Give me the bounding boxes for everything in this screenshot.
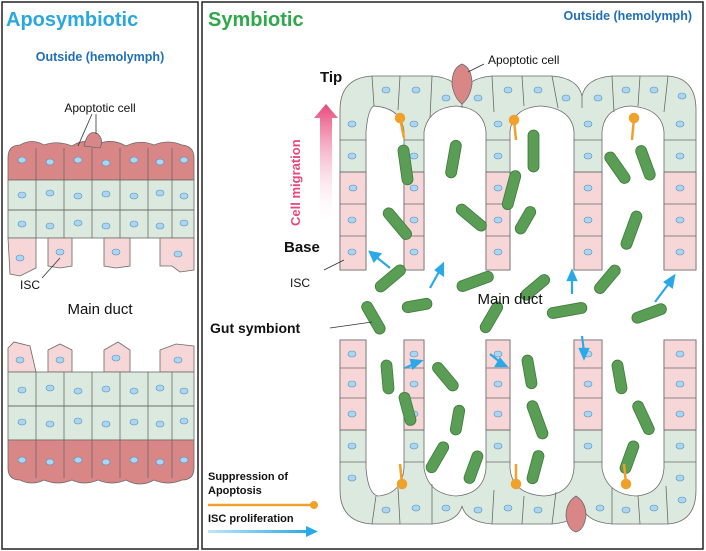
symbiotic-title: Symbiotic (208, 9, 304, 31)
lower-apoptotic-cell (565, 495, 587, 533)
apoptotic-bulge (83, 132, 102, 149)
symbiont-pointer (329, 321, 373, 329)
base-label: Base (284, 239, 320, 256)
symbiotic-panel: Symbiotic Outside (hemolymph) Apoptotic … (201, 1, 704, 550)
legend-proliferation-label: ISC proliferation (208, 513, 294, 525)
lower-apoptotic-layer (7, 439, 195, 485)
left-isc-label: ISC (20, 278, 40, 292)
gut-symbionts (361, 129, 667, 485)
apoptotic-pointer-left (77, 113, 93, 147)
right-duct-label: Main duct (477, 291, 543, 308)
right-apoptotic-label: Apoptotic cell (488, 53, 559, 67)
right-nuclei (347, 86, 687, 514)
apoptotic-pointer-right (467, 63, 485, 73)
suppression-markers (394, 112, 640, 490)
tip-label: Tip (320, 69, 342, 86)
isc-pointer-right (323, 259, 345, 271)
left-duct-label: Main duct (67, 301, 133, 318)
right-isc-label: ISC (290, 276, 310, 290)
legend-suppression-line2: Apoptosis (208, 485, 262, 497)
right-outside-label: Outside (hemolymph) (564, 9, 692, 23)
legend: Suppression of Apoptosis ISC proliferati… (208, 471, 318, 537)
symbiont-label: Gut symbiont (210, 320, 301, 336)
aposymbiotic-title: Aposymbiotic (6, 9, 138, 31)
upper-epithelium (7, 132, 195, 277)
legend-proliferation-arrow-shaft (208, 530, 308, 533)
left-outside-label: Outside (hemolymph) (36, 50, 164, 64)
cell-migration-label: Cell migration (288, 139, 303, 226)
left-apoptotic-label: Apoptotic cell (64, 101, 135, 115)
upper-apoptotic-cell (451, 63, 473, 105)
legend-suppression-dot (310, 501, 318, 509)
aposymbiotic-panel: Aposymbiotic Outside (hemolymph) Apoptot… (1, 1, 199, 550)
legend-proliferation-arrow-head (306, 526, 318, 537)
legend-suppression-line1: Suppression of (208, 471, 288, 483)
isc-pointer-left (41, 257, 61, 279)
lower-green-row-1 (7, 371, 195, 407)
cell-migration-arrow (314, 104, 338, 226)
isc-arrows (368, 250, 676, 371)
left-nuclei (15, 156, 189, 466)
